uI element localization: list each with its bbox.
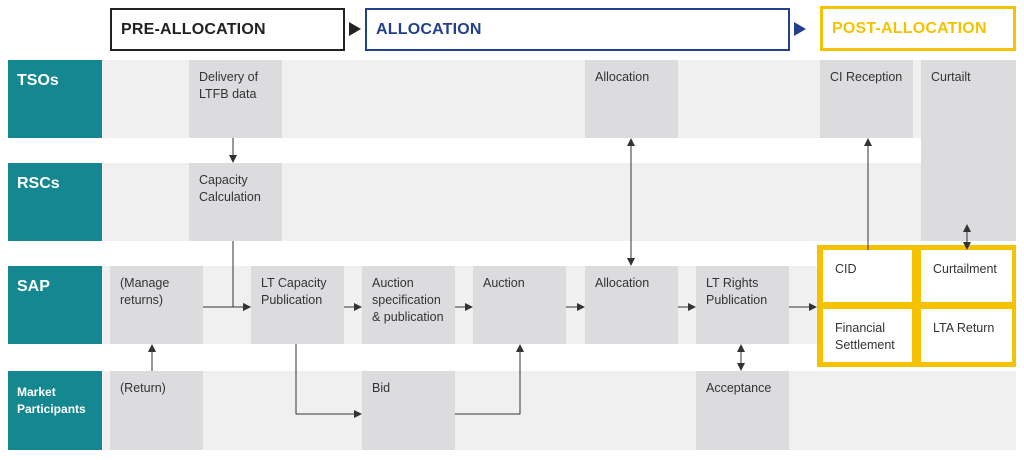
box-auction: Auction: [473, 266, 566, 344]
phase-arrow-icon: [794, 22, 806, 36]
lane-label-sap: SAP: [8, 266, 102, 344]
lane-band-market: [102, 371, 1016, 450]
arrow-ltcap-to-bid: [295, 344, 362, 418]
box-curtailt: Curtailt: [921, 60, 1016, 241]
box-allocation-tso: Allocation: [585, 60, 678, 138]
lane-label-tsos: TSOs: [8, 60, 102, 138]
box-delivery-ltfb: Delivery of LTFB data: [189, 60, 282, 138]
box-manage-returns: (Manage returns): [110, 266, 203, 344]
arrow-capacity-to-ltcap: [232, 241, 251, 311]
box-lta-return: LTA Return: [921, 309, 1012, 362]
box-acceptance: Acceptance: [696, 371, 789, 450]
box-capacity-calculation: Capacity Calculation: [189, 163, 282, 241]
box-allocation-sap: Allocation: [585, 266, 678, 344]
box-curtailment: Curtailment: [921, 250, 1012, 302]
lane-label-rscs: RSCs: [8, 163, 102, 241]
box-bid: Bid: [362, 371, 455, 450]
phase-post-allocation: POST-ALLOCATION: [820, 6, 1016, 51]
box-return: (Return): [110, 371, 203, 450]
phase-allocation: ALLOCATION: [365, 8, 790, 51]
box-lt-capacity-publication: LT Capacity Publication: [251, 266, 344, 344]
box-financial-settlement: Financial Settlement: [823, 309, 912, 362]
box-cid: CID: [823, 250, 912, 302]
phase-arrow-icon: [349, 22, 361, 36]
box-ci-reception: CI Reception: [820, 60, 913, 138]
box-lt-rights-publication: LT Rights Publication: [696, 266, 789, 344]
arrow-bid-to-auction: [455, 344, 524, 415]
box-auction-specification: Auction specification & publication: [362, 266, 455, 344]
phase-pre-allocation: PRE-ALLOCATION: [110, 8, 345, 51]
lane-label-market: Market Participants: [8, 371, 102, 450]
